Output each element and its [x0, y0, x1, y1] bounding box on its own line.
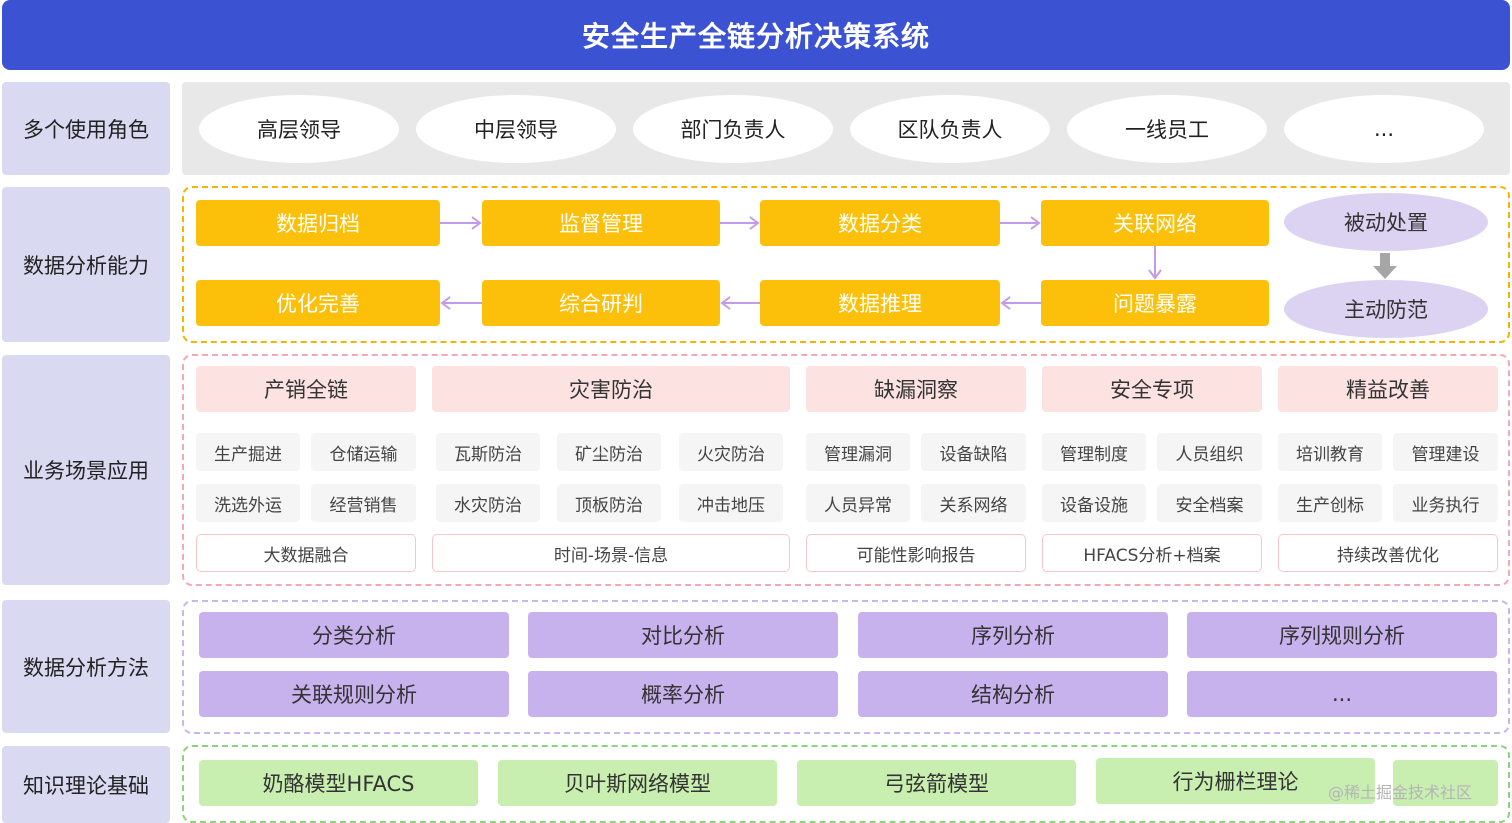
theory-box — [182, 745, 1510, 823]
tag-personnel-organization: 人员组织 — [1157, 433, 1262, 471]
cap-problem-exposure: 问题暴露 — [1041, 280, 1269, 326]
arrow-right-icon — [720, 216, 760, 230]
cap-data-archive: 数据归档 — [196, 200, 440, 246]
theory-extra — [1393, 760, 1498, 806]
tag-personnel-anomaly: 人员异常 — [806, 484, 910, 522]
role-team-head: 区队负责人 — [850, 95, 1050, 163]
scenario-header-lean-improvement: 精益改善 — [1278, 366, 1498, 412]
tag-business-execution: 业务执行 — [1393, 484, 1498, 522]
method-association-rule: 关联规则分析 — [199, 671, 509, 717]
tag-management-gap: 管理漏洞 — [806, 433, 910, 471]
theory-bowtie-model: 弓弦箭模型 — [797, 760, 1076, 806]
arrow-right-icon — [1000, 216, 1041, 230]
tag-gas-prevention: 瓦斯防治 — [436, 433, 540, 471]
method-structure: 结构分析 — [858, 671, 1168, 717]
role-senior-leader: 高层领导 — [199, 95, 399, 163]
cap-supervision: 监督管理 — [482, 200, 720, 246]
active-prevention: 主动防范 — [1284, 280, 1488, 338]
method-probability: 概率分析 — [528, 671, 838, 717]
theory-behavior-barrier: 行为栅栏理论 — [1096, 758, 1375, 804]
tag-training-education: 培训教育 — [1278, 433, 1382, 471]
tag-equipment-defect: 设备缺陷 — [921, 433, 1026, 471]
scenario-header-safety-special: 安全专项 — [1042, 366, 1262, 412]
passive-handling: 被动处置 — [1284, 193, 1488, 251]
row-label-scenario: 业务场景应用 — [2, 355, 170, 585]
tag-equipment-facility: 设备设施 — [1042, 484, 1146, 522]
method-sequence: 序列分析 — [858, 612, 1168, 658]
role-more: ... — [1284, 95, 1484, 163]
row-label-capability: 数据分析能力 — [2, 187, 170, 342]
tag-storage-transport: 仓储运输 — [311, 433, 416, 471]
summary-big-data-fusion: 大数据融合 — [196, 534, 416, 572]
role-middle-leader: 中层领导 — [416, 95, 616, 163]
tag-fire-prevention: 火灾防治 — [679, 433, 783, 471]
role-department-head: 部门负责人 — [633, 95, 833, 163]
tag-washing-shipping: 洗选外运 — [196, 484, 300, 522]
scenario-header-disaster-prevention: 灾害防治 — [432, 366, 790, 412]
arrow-right-icon — [440, 216, 482, 230]
method-sequence-rule: 序列规则分析 — [1187, 612, 1497, 658]
method-more: ... — [1187, 671, 1497, 717]
tag-relationship-network: 关系网络 — [921, 484, 1026, 522]
arrow-left-icon — [720, 296, 760, 310]
tag-roof-prevention: 顶板防治 — [557, 484, 661, 522]
scenario-box — [182, 354, 1510, 586]
theory-swiss-cheese-hfacs: 奶酪模型HFACS — [199, 760, 478, 806]
theory-bayesian-network: 贝叶斯网络模型 — [498, 760, 777, 806]
scenario-header-production-chain: 产销全链 — [196, 366, 416, 412]
tag-production-tunneling: 生产掘进 — [196, 433, 300, 471]
row-label-theory: 知识理论基础 — [2, 746, 170, 823]
cap-optimize: 优化完善 — [196, 280, 440, 326]
page-title: 安全生产全链分析决策系统 — [2, 0, 1510, 70]
tag-management-system: 管理制度 — [1042, 433, 1146, 471]
capability-box — [182, 186, 1510, 343]
row-label-method: 数据分析方法 — [2, 600, 170, 733]
arrow-down-icon — [1148, 246, 1162, 280]
summary-time-scene-info: 时间-场景-信息 — [432, 534, 790, 572]
tag-rock-burst: 冲击地压 — [679, 484, 783, 522]
tag-dust-prevention: 矿尘防治 — [557, 433, 661, 471]
role-frontline-staff: 一线员工 — [1067, 95, 1267, 163]
tag-business-sales: 经营销售 — [311, 484, 416, 522]
watermark: @稀土掘金技术社区 — [1328, 783, 1473, 802]
tag-management-building: 管理建设 — [1393, 433, 1498, 471]
cap-data-classify: 数据分类 — [760, 200, 1000, 246]
tag-safety-archive: 安全档案 — [1157, 484, 1262, 522]
cap-comprehensive-judgement: 综合研判 — [482, 280, 720, 326]
scenario-header-gap-insight: 缺漏洞察 — [806, 366, 1026, 412]
row-label-roles: 多个使用角色 — [2, 82, 170, 175]
tag-flood-prevention: 水灾防治 — [436, 484, 540, 522]
method-box — [182, 600, 1510, 734]
summary-hfacs-archive: HFACS分析+档案 — [1042, 534, 1262, 572]
method-classification: 分类分析 — [199, 612, 509, 658]
cap-data-inference: 数据推理 — [760, 280, 1000, 326]
method-comparison: 对比分析 — [528, 612, 838, 658]
arrow-left-icon — [440, 296, 482, 310]
cap-association-network: 关联网络 — [1041, 200, 1269, 246]
thick-arrow-down-icon — [1373, 253, 1397, 279]
arrow-left-icon — [1000, 296, 1041, 310]
summary-continuous-improvement: 持续改善优化 — [1278, 534, 1498, 572]
tag-production-standard: 生产创标 — [1278, 484, 1382, 522]
summary-possibility-report: 可能性影响报告 — [806, 534, 1026, 572]
